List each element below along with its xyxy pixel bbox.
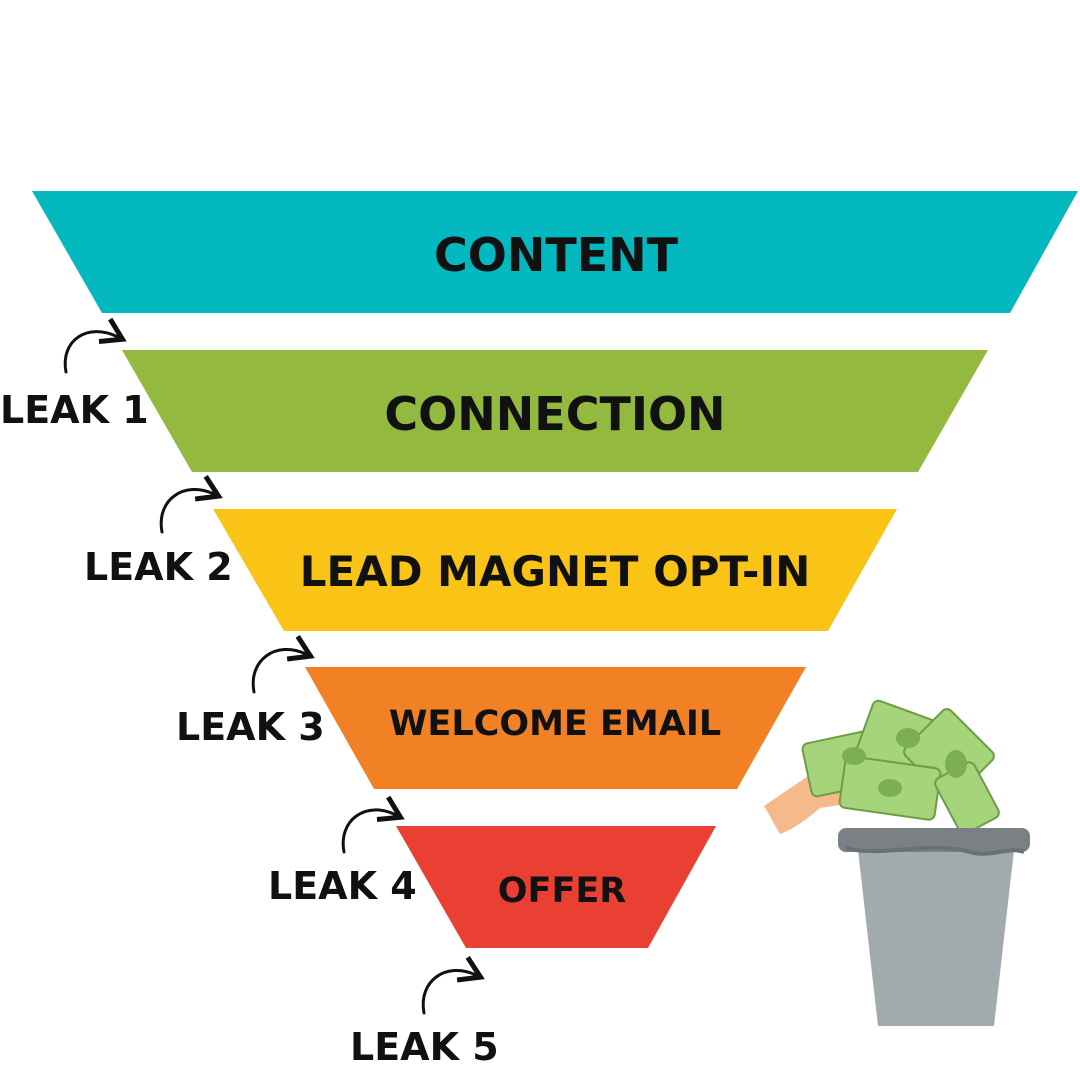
leak-2-arrow-icon xyxy=(161,489,214,532)
stage-lead-magnet: LEAD MAGNET OPT-IN xyxy=(213,509,897,631)
leak-4-arrow-icon xyxy=(343,810,396,852)
money-bills-icon xyxy=(801,699,1001,836)
trash-can-icon xyxy=(838,828,1030,1026)
leak-3-arrow-icon xyxy=(253,649,306,692)
stage-lead-magnet-label: LEAD MAGNET OPT-IN xyxy=(300,547,811,596)
leak-5-arrow-icon xyxy=(423,970,476,1013)
leak-1-label: LEAK 1 xyxy=(0,388,149,432)
leak-1-arrow-icon xyxy=(65,332,118,372)
leak-3-label: LEAK 3 xyxy=(176,705,325,749)
leak-2-label: LEAK 2 xyxy=(84,545,233,589)
leak-4-label: LEAK 4 xyxy=(268,864,417,908)
stage-welcome-email-label: WELCOME EMAIL xyxy=(389,704,721,744)
stage-content: CONTENT xyxy=(32,191,1078,313)
stage-connection-label: CONNECTION xyxy=(384,387,725,441)
stage-offer-label: OFFER xyxy=(498,871,626,911)
money-in-trash-can-illustration xyxy=(764,699,1030,1026)
stage-content-label: CONTENT xyxy=(434,228,679,282)
leak-5-label: LEAK 5 xyxy=(350,1025,499,1069)
stage-offer: OFFER xyxy=(396,826,716,948)
stage-connection: CONNECTION xyxy=(122,350,988,472)
stage-welcome-email: WELCOME EMAIL xyxy=(305,667,806,789)
